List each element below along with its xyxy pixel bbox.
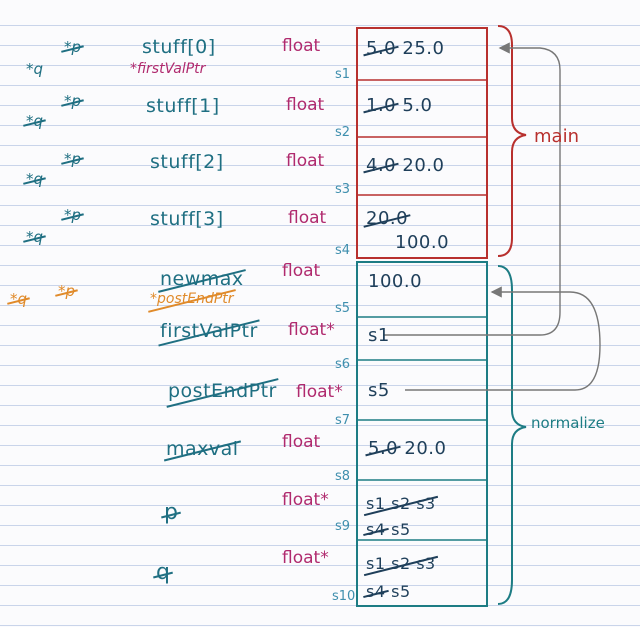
ptr-q-row3: *q bbox=[26, 230, 43, 245]
q-text: q bbox=[156, 560, 171, 585]
type-post-end-ptr: float* bbox=[296, 382, 343, 402]
slot-label-s6: s6 bbox=[335, 357, 351, 372]
var-name-maxval: maxval bbox=[166, 440, 239, 459]
ptr-q: *q bbox=[26, 228, 44, 246]
value-slot-s4-new: 100.0 bbox=[395, 232, 450, 253]
type-stuff-0: float bbox=[282, 36, 321, 56]
main-frame-label: main bbox=[534, 126, 579, 147]
type-stuff-3: float bbox=[288, 208, 327, 228]
slot-label-s2: s2 bbox=[335, 125, 351, 140]
var-name-p: p bbox=[164, 502, 178, 524]
type-p: float* bbox=[282, 490, 329, 510]
type-newmax: float bbox=[282, 261, 321, 281]
ptr-p: *p bbox=[64, 150, 82, 168]
normalize-brace bbox=[497, 265, 527, 605]
post-end-ptr-arrow bbox=[405, 286, 601, 391]
var-name-stuff-3: stuff[3] bbox=[150, 208, 224, 230]
old-value: 5.0 bbox=[368, 438, 399, 459]
value-slot-s9-line1: s1 s2 s3 bbox=[366, 496, 436, 512]
alias-post-end-ptr: *postEndPtr bbox=[150, 292, 234, 306]
var-name-q: q bbox=[156, 562, 170, 584]
value-slot-s4-old: 20.0 bbox=[366, 210, 408, 228]
ptr-q: *q bbox=[26, 112, 44, 130]
main-brace bbox=[497, 25, 527, 257]
old-values: s1 s2 s3 bbox=[366, 494, 436, 513]
newmax-text: newmax bbox=[160, 268, 244, 290]
normalize-slot-dividers bbox=[357, 316, 487, 541]
value-slot-s7: s5 bbox=[368, 380, 390, 401]
p-text: p bbox=[164, 500, 179, 525]
type-q: float* bbox=[282, 548, 329, 568]
old-value: s4 bbox=[366, 520, 386, 539]
var-name-newmax: newmax bbox=[160, 270, 244, 289]
value-slot-s9-line2: s4 s5 bbox=[366, 522, 411, 538]
ptr-q-row4: *q bbox=[10, 292, 27, 307]
slot-label-s9: s9 bbox=[335, 519, 351, 534]
main-frame-box bbox=[356, 27, 488, 259]
slot-label-s3: s3 bbox=[335, 182, 351, 197]
var-name-first-val-ptr: firstValPtr bbox=[160, 322, 258, 341]
ptr-p-row1: *p bbox=[64, 94, 81, 109]
ptr-q-row2: *q bbox=[26, 172, 43, 187]
var-name-post-end-ptr: postEndPtr bbox=[168, 382, 277, 401]
slot-label-s1: s1 bbox=[335, 67, 351, 82]
post-end-ptr-alias-text: *postEndPtr bbox=[150, 291, 234, 307]
new-value: 25.0 bbox=[402, 38, 445, 59]
old-value: 5.0 bbox=[366, 38, 397, 59]
value-slot-s10-line2: s4 s5 bbox=[366, 584, 411, 600]
ptr-p: *p bbox=[64, 206, 82, 224]
new-value: 5.0 bbox=[402, 95, 433, 116]
var-name-stuff-1: stuff[1] bbox=[146, 95, 220, 117]
value-slot-s8: 5.0 20.0 bbox=[368, 440, 446, 458]
new-value: 20.0 bbox=[404, 438, 447, 459]
ptr-p: *p bbox=[64, 92, 82, 110]
type-stuff-2: float bbox=[286, 151, 325, 171]
type-stuff-1: float bbox=[286, 95, 325, 115]
ptr-q: *q bbox=[26, 170, 44, 188]
value-slot-s2: 1.0 5.0 bbox=[366, 97, 433, 115]
var-name-stuff-0: stuff[0] bbox=[142, 36, 216, 58]
ptr-p: *p bbox=[64, 38, 82, 56]
new-value: s5 bbox=[391, 582, 411, 601]
value-slot-s5: 100.0 bbox=[368, 271, 423, 292]
normalize-frame-box bbox=[356, 261, 488, 607]
new-value: s5 bbox=[391, 520, 411, 539]
type-maxval: float bbox=[282, 432, 321, 452]
old-value: 4.0 bbox=[366, 155, 397, 176]
ptr-p-row3: *p bbox=[64, 208, 81, 223]
slot-label-s4: s4 bbox=[335, 243, 351, 258]
ptr-p-row0: *p bbox=[64, 40, 81, 55]
ptr-p-row2: *p bbox=[64, 152, 81, 167]
type-first-val-ptr: float* bbox=[288, 320, 335, 340]
slot-label-s7: s7 bbox=[335, 413, 351, 428]
slot-label-s8: s8 bbox=[335, 469, 351, 484]
old-value: 20.0 bbox=[366, 208, 409, 229]
old-values: s1 s2 s3 bbox=[366, 554, 436, 573]
new-value: 20.0 bbox=[402, 155, 445, 176]
ptr-q-row0: *q bbox=[26, 60, 44, 78]
old-value: s4 bbox=[366, 582, 386, 601]
var-name-stuff-2: stuff[2] bbox=[150, 151, 224, 173]
post-end-ptr-text: postEndPtr bbox=[168, 380, 277, 402]
value-slot-s10-line1: s1 s2 s3 bbox=[366, 556, 436, 572]
first-val-ptr-text: firstValPtr bbox=[160, 320, 258, 342]
maxval-text: maxval bbox=[166, 438, 239, 460]
ptr-q: *q bbox=[10, 290, 28, 308]
old-value: 1.0 bbox=[366, 95, 397, 116]
alias-first-val-ptr: *firstValPtr bbox=[130, 61, 206, 77]
normalize-frame-label: normalize bbox=[531, 414, 605, 432]
main-slot-dividers bbox=[357, 79, 487, 196]
value-slot-s6: s1 bbox=[368, 325, 390, 346]
value-slot-s3: 4.0 20.0 bbox=[366, 157, 444, 175]
ptr-q-row1: *q bbox=[26, 114, 43, 129]
first-val-ptr-arrow bbox=[383, 42, 561, 336]
ptr-p-row4: *p bbox=[58, 284, 75, 299]
slot-label-s5: s5 bbox=[335, 301, 351, 316]
value-slot-s1: 5.0 25.0 bbox=[366, 40, 444, 58]
slot-label-s10: s10 bbox=[332, 589, 356, 604]
ptr-p: *p bbox=[58, 282, 76, 300]
